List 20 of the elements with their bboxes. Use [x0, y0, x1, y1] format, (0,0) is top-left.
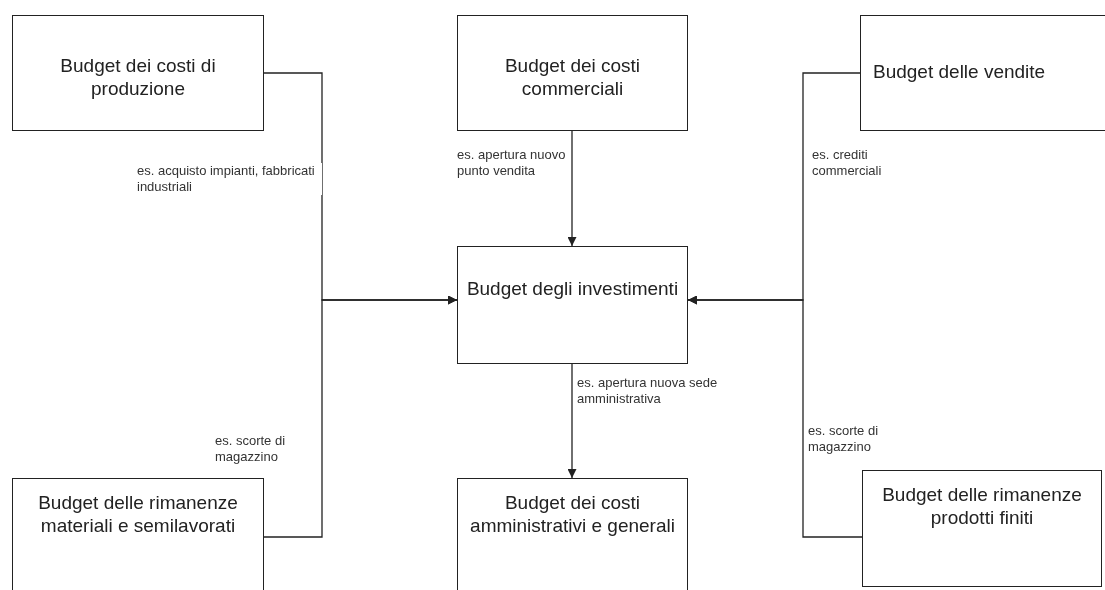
box-label: Budget dei costi di produzione [59, 54, 217, 100]
box-label: Budget delle rimanenze materiali e semilavorati [37, 491, 239, 537]
edge-label: es. apertura nuovo punto vendita [457, 147, 567, 179]
box-label: Budget degli investimenti [466, 277, 679, 300]
arrow [687, 295, 863, 538]
box-label: Budget delle rimanenze prodotti finiti [881, 483, 1083, 529]
edge-label: es. acquisto impianti, fabbricati industriali [137, 163, 322, 195]
process-box [862, 470, 1102, 587]
process-box [457, 478, 688, 590]
arrow [263, 295, 458, 538]
arrow [567, 130, 577, 247]
box-label: Budget dei costi amministrativi e generali [469, 491, 676, 537]
process-box [860, 15, 1105, 131]
box-label: Budget dei costi commerciali [503, 54, 642, 100]
process-box [457, 15, 688, 131]
process-box [12, 15, 264, 131]
process-box [457, 246, 688, 364]
box-label: Budget delle vendite [873, 60, 1046, 83]
process-box [12, 478, 264, 590]
arrow [567, 363, 577, 479]
